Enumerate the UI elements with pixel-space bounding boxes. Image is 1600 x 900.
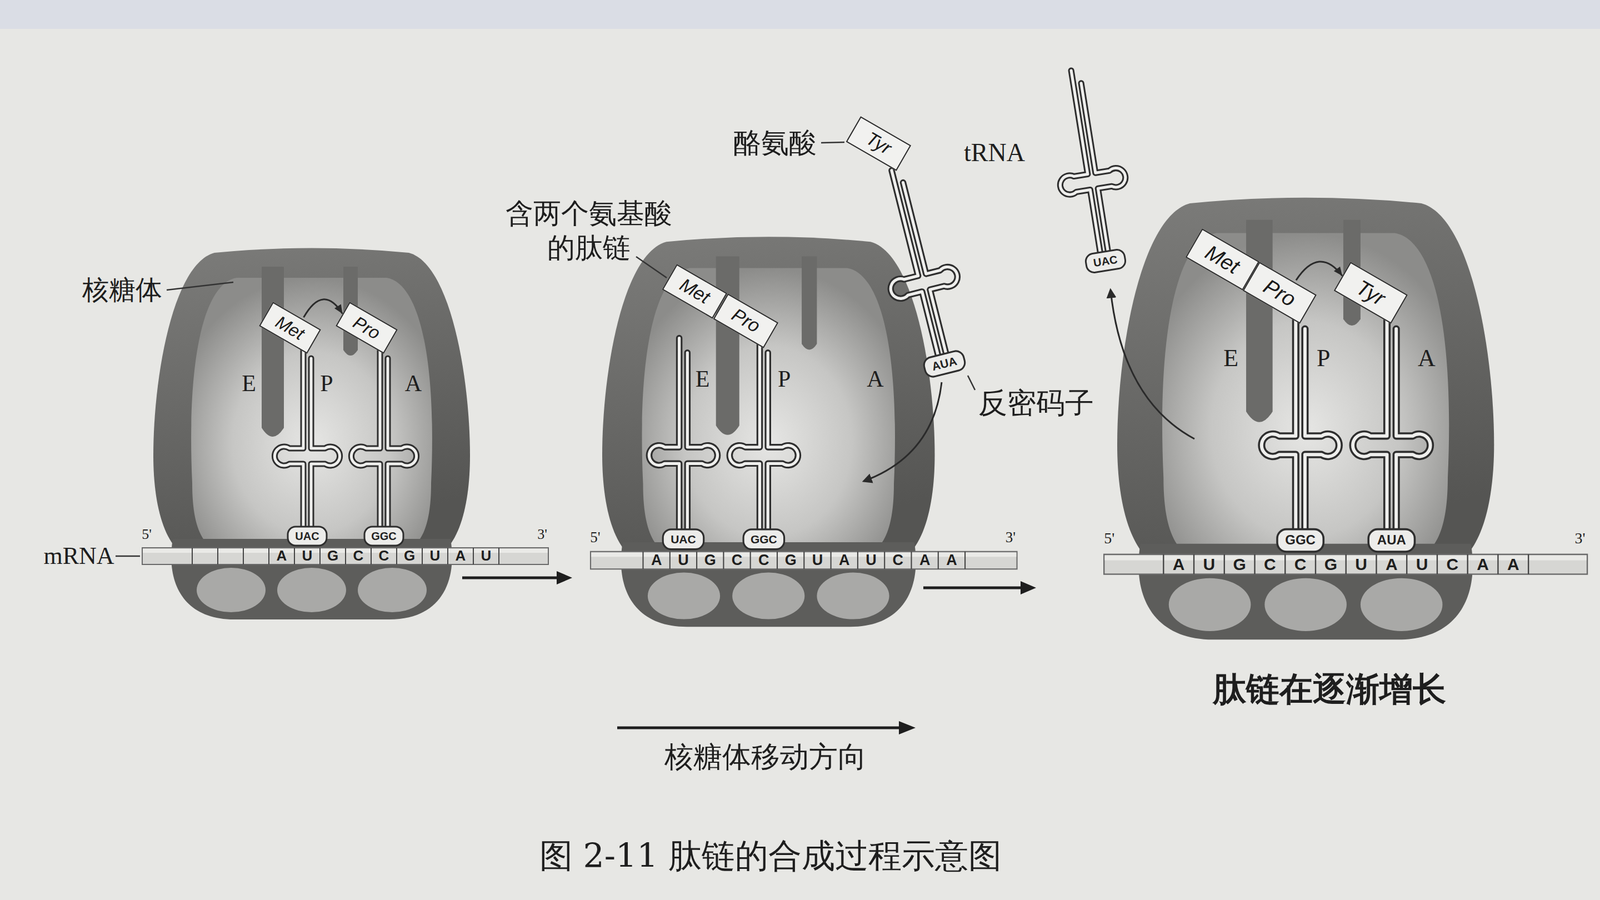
site-letter: P bbox=[777, 365, 791, 393]
base-letter: C bbox=[353, 547, 364, 565]
callout-label: 酪氨酸 bbox=[733, 126, 817, 160]
site-letter: A bbox=[405, 369, 422, 398]
strand-end: 3' bbox=[1005, 528, 1016, 547]
amino-acid-box: Tyr bbox=[845, 116, 911, 171]
site-letter: E bbox=[695, 365, 710, 393]
callout-label: 肽链在逐渐增长 bbox=[1212, 668, 1447, 709]
trna bbox=[274, 344, 340, 546]
site-letter: A bbox=[1417, 343, 1436, 374]
direction-arrow-head bbox=[898, 721, 916, 735]
base-letter: U bbox=[865, 551, 877, 569]
incoming-trna bbox=[862, 161, 980, 382]
mrna bbox=[142, 547, 549, 565]
base-letter: U bbox=[1355, 554, 1368, 575]
site-letter: E bbox=[1223, 343, 1239, 374]
base-letter: G bbox=[704, 551, 717, 569]
base-letter: G bbox=[1324, 554, 1338, 575]
anticodon: UAC bbox=[295, 529, 319, 543]
callout-label: 核糖体移动方向 bbox=[664, 739, 867, 774]
anticodon: GGC bbox=[371, 529, 397, 543]
part-label: mRNA bbox=[43, 541, 114, 572]
callout-label: 反密码子 bbox=[978, 385, 1094, 420]
strand-end: 3' bbox=[1574, 528, 1585, 548]
step-arrow bbox=[923, 586, 1024, 590]
base-letter: U bbox=[677, 551, 689, 569]
mrna bbox=[590, 551, 1018, 569]
base-letter: G bbox=[1232, 554, 1246, 575]
mrna bbox=[1103, 554, 1588, 575]
base-letter: A bbox=[919, 551, 931, 569]
leader-line bbox=[115, 555, 140, 558]
base-letter: U bbox=[812, 551, 824, 569]
base-letter: C bbox=[1294, 554, 1307, 575]
base-letter: C bbox=[378, 547, 390, 565]
trna bbox=[1261, 312, 1340, 552]
connector-line bbox=[303, 299, 343, 318]
base-letter: A bbox=[276, 547, 288, 565]
leader-line bbox=[967, 375, 975, 390]
connector-line bbox=[1296, 261, 1343, 280]
connector-head bbox=[334, 304, 343, 314]
base-letter: U bbox=[1416, 554, 1429, 575]
leader-line bbox=[636, 256, 667, 278]
site-letter: A bbox=[866, 365, 884, 393]
leader-line bbox=[166, 282, 234, 290]
strand-end: 5' bbox=[141, 525, 152, 543]
base-letter: U bbox=[1203, 554, 1216, 575]
base-letter: U bbox=[430, 547, 441, 565]
anticodon: GGC bbox=[750, 532, 778, 547]
direction-arrow bbox=[617, 726, 903, 730]
base-letter: A bbox=[838, 551, 850, 569]
transfer-arrow bbox=[1296, 261, 1343, 280]
site-letter: E bbox=[241, 369, 257, 398]
anticodon: GGC bbox=[1285, 532, 1316, 549]
amino-acid-name: Tyr bbox=[862, 128, 895, 158]
strand-end: 5' bbox=[590, 528, 600, 547]
entry-arrow bbox=[863, 382, 942, 482]
anticodon: UAC bbox=[670, 532, 697, 547]
base-letter: G bbox=[327, 547, 339, 565]
part-label: tRNA bbox=[963, 137, 1025, 168]
base-letter: A bbox=[1476, 554, 1489, 575]
panel-three bbox=[1103, 197, 1588, 640]
top-band bbox=[0, 0, 1600, 29]
base-letter: A bbox=[651, 551, 663, 569]
base-letter: U bbox=[481, 547, 492, 565]
base-letter: C bbox=[1446, 554, 1459, 575]
step-arrow-head bbox=[556, 571, 573, 585]
transfer-arrow bbox=[303, 299, 343, 318]
base-letter: A bbox=[946, 551, 958, 569]
base-letter: C bbox=[892, 551, 904, 569]
base-letter: C bbox=[1263, 554, 1277, 575]
figure-caption: 图 2-11 肽链的合成过程示意图 bbox=[539, 835, 1003, 876]
step-arrow-head bbox=[1020, 581, 1037, 595]
base-letter: G bbox=[785, 551, 797, 569]
base-letter: C bbox=[758, 551, 770, 569]
connector-head bbox=[1333, 266, 1343, 277]
strand-end: 3' bbox=[537, 525, 548, 543]
base-letter: A bbox=[1385, 554, 1398, 575]
trna bbox=[648, 338, 718, 550]
trna bbox=[729, 338, 798, 550]
step-arrow bbox=[462, 576, 560, 580]
leader-line bbox=[821, 142, 845, 143]
anticodon: AUA bbox=[1377, 532, 1407, 549]
amino-acid-name: Tyr bbox=[1353, 276, 1389, 309]
site-letter: P bbox=[320, 369, 333, 398]
callout-label: 核糖体 bbox=[82, 273, 163, 307]
panel-two bbox=[590, 236, 1018, 627]
callout-label: 含两个氨基酸 的肽链 bbox=[500, 196, 678, 266]
strand-end: 5' bbox=[1103, 528, 1115, 548]
base-letter: U bbox=[302, 547, 313, 565]
released-trna bbox=[1042, 65, 1140, 277]
base-letter: G bbox=[403, 547, 415, 565]
base-letter: A bbox=[1507, 554, 1520, 575]
base-letter: A bbox=[1172, 554, 1185, 575]
exit-arrow bbox=[1110, 290, 1195, 439]
panel-one bbox=[142, 248, 549, 620]
base-letter: A bbox=[455, 547, 467, 565]
base-letter: C bbox=[731, 551, 743, 569]
site-letter: P bbox=[1316, 343, 1330, 374]
